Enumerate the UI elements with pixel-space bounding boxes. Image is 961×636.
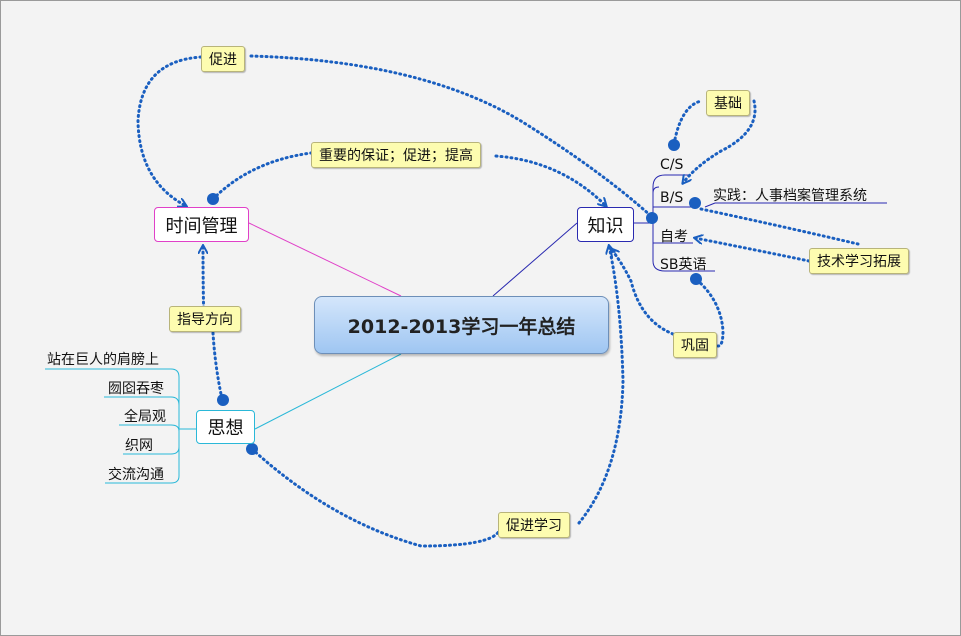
label-promote-top[interactable]: 促进 bbox=[201, 46, 245, 72]
relationship-lines bbox=[136, 54, 860, 548]
knowledge-item-self-study[interactable]: 自考 bbox=[660, 229, 688, 245]
thinking-item-swallow[interactable]: 囫囵吞枣 bbox=[108, 381, 164, 397]
label-direction[interactable]: 指导方向 bbox=[169, 306, 241, 332]
topic-thinking[interactable]: 思想 bbox=[196, 410, 255, 444]
knowledge-item-english[interactable]: SB英语 bbox=[660, 257, 707, 273]
thinking-item-overall[interactable]: 全局观 bbox=[124, 409, 166, 425]
topic-time-management[interactable]: 时间管理 bbox=[154, 207, 249, 242]
knowledge-item-cs[interactable]: C/S bbox=[660, 157, 684, 173]
knowledge-item-bs[interactable]: B/S bbox=[660, 190, 684, 206]
relationship-dots bbox=[207, 139, 702, 455]
label-guarantee[interactable]: 重要的保证；促进；提高 bbox=[311, 142, 481, 168]
label-consolidate[interactable]: 巩固 bbox=[673, 332, 717, 358]
central-topic[interactable]: 2012-2013学习一年总结 bbox=[314, 296, 609, 354]
thinking-item-network[interactable]: 织网 bbox=[125, 438, 153, 454]
topic-knowledge[interactable]: 知识 bbox=[577, 207, 634, 242]
branch-knowledge bbox=[492, 222, 578, 297]
branch-time bbox=[248, 222, 402, 297]
thinking-item-communicate[interactable]: 交流沟通 bbox=[108, 467, 164, 483]
thinking-sub-branches bbox=[45, 368, 196, 484]
branch-thinking bbox=[254, 353, 402, 430]
thinking-item-giants[interactable]: 站在巨人的肩膀上 bbox=[47, 352, 159, 368]
label-promote-learning[interactable]: 促进学习 bbox=[498, 512, 570, 538]
label-extension[interactable]: 技术学习拓展 bbox=[809, 248, 909, 274]
knowledge-sub-branches bbox=[634, 174, 887, 272]
bs-detail[interactable]: 实践：人事档案管理系统 bbox=[713, 188, 867, 204]
label-basis[interactable]: 基础 bbox=[706, 90, 750, 116]
